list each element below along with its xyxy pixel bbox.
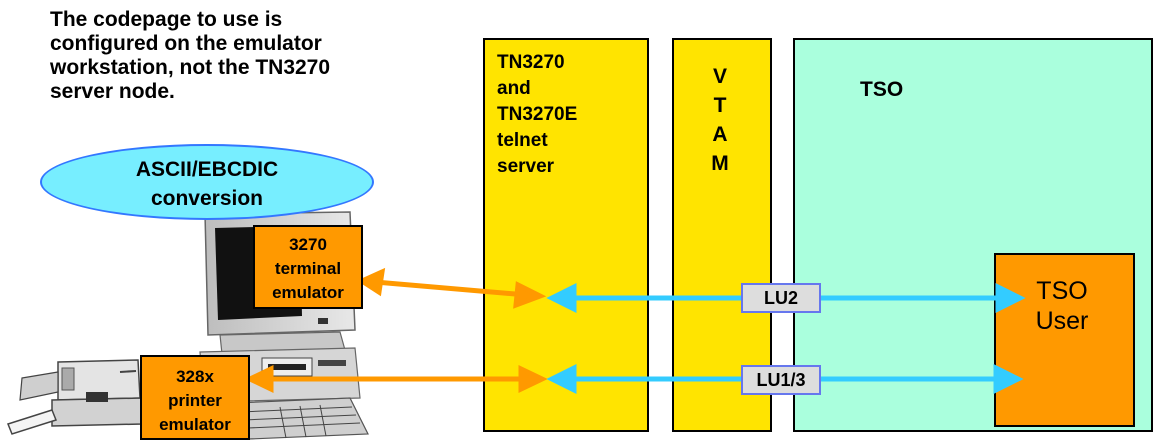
note-line: workstation, not the TN3270	[50, 56, 331, 79]
conversion-line: ASCII/EBCDIC	[135, 158, 279, 181]
vtam-letter: V	[712, 65, 727, 88]
terminal-emulator-box: 3270 terminal emulator	[253, 225, 363, 309]
server-label-line: TN3270E	[497, 104, 578, 125]
vtam-letter: T	[713, 94, 727, 117]
printer-emulator-line: emulator	[159, 415, 231, 434]
conversion-ellipse	[40, 144, 374, 220]
conversion-line: conversion	[150, 187, 264, 210]
printer-icon	[7, 359, 143, 435]
orange-arrows	[244, 267, 548, 393]
terminal-emulator-line: emulator	[272, 283, 344, 302]
vtam-letter: M	[711, 152, 729, 175]
telnet-server-label: TN3270 and TN3270E telnet server	[497, 50, 637, 180]
printer-emulator-line: 328x	[176, 367, 214, 386]
note-line: The codepage to use is	[50, 8, 283, 31]
tso-user-line: User	[1035, 307, 1089, 335]
conversion-label: ASCII/EBCDIC conversion	[40, 155, 374, 213]
vtam-label: V T A M	[700, 62, 740, 178]
printer-emulator-line: printer	[168, 391, 222, 410]
note-line: configured on the emulator	[50, 32, 322, 55]
terminal-emulator-line: terminal	[274, 259, 342, 278]
server-label-line: TN3270	[497, 52, 565, 73]
server-label-line: telnet	[497, 130, 548, 151]
server-label-line: server	[497, 156, 555, 177]
vtam-letter: A	[712, 123, 728, 146]
printer-emulator-box: 328x printer emulator	[140, 355, 250, 440]
tso-user-label: TSO User	[1002, 276, 1122, 336]
note-line: server node.	[50, 80, 175, 103]
tso-user-line: TSO	[1036, 277, 1088, 305]
server-label-line: and	[497, 78, 531, 99]
tso-label: TSO	[860, 78, 904, 101]
codepage-note: The codepage to use is configured on the…	[50, 8, 430, 104]
lu13-link-label: LU1/3	[741, 365, 821, 395]
terminal-emulator-line: 3270	[289, 235, 327, 254]
telnet-server-box	[483, 38, 649, 432]
tso-user-box	[994, 253, 1135, 427]
lu2-link-label: LU2	[741, 283, 821, 313]
